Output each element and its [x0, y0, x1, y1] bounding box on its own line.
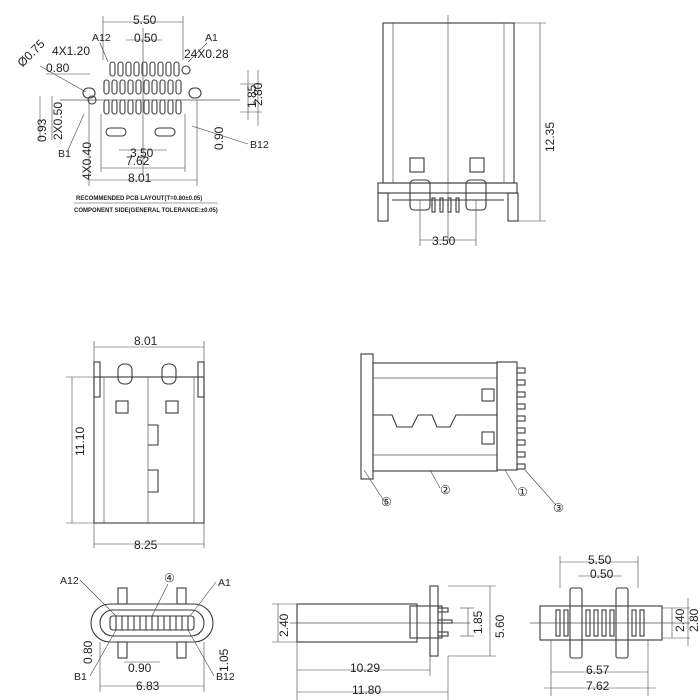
callout-1: ① — [517, 485, 528, 499]
end-dim-6-83: 6.83 — [136, 679, 160, 693]
profile-dim-5-60: 5.60 — [493, 614, 507, 638]
dim-0-93: 0.93 — [35, 118, 49, 142]
dim-1-85: 1.85 — [245, 84, 259, 108]
end-contacts — [115, 616, 189, 630]
profile-dim-1-85: 1.85 — [471, 610, 485, 634]
end-shell — [90, 603, 214, 643]
front-leg-left — [377, 192, 389, 222]
profile-dim-10-29: 10.29 — [350, 661, 380, 675]
dim-24x0-28: 24X0.28 — [184, 47, 229, 61]
end-label-b1: B1 — [74, 671, 87, 683]
front-body — [382, 22, 515, 184]
end-dim-0-80: 0.80 — [81, 640, 95, 664]
pcb-slot-right — [188, 87, 202, 99]
dim-0-80: 0.80 — [46, 61, 70, 75]
dim-11-10: 11.10 — [73, 427, 87, 456]
dim-4x1-20: 4X1.20 — [52, 44, 90, 58]
dim-8-01-top: 8.01 — [134, 334, 158, 348]
dim-dia-0-75: Ø0.75 — [15, 37, 48, 70]
end-view: A12 ④ A1 0.80 B1 0.90 1.05 B12 6.83 — [60, 571, 235, 693]
callout-5: ⑤ — [381, 495, 392, 509]
callout-4: ④ — [164, 571, 175, 585]
side-pins — [516, 367, 526, 470]
front-leg-right — [507, 192, 519, 222]
label-b1: B1 — [58, 148, 71, 160]
dim-2-80: 2.80 — [251, 82, 265, 106]
end-label-a1: A1 — [218, 577, 231, 589]
dim-4x0-40: 4X0.40 — [80, 142, 94, 180]
pcb-layout-view: 5.50 0.50 A12 A1 4X1.20 24X0.28 Ø0.75 0.… — [15, 13, 269, 214]
side-flange — [360, 353, 374, 480]
label-b12: B12 — [250, 139, 269, 151]
bottom-dim-0-50: 0.50 — [590, 567, 614, 581]
end-dim-1-05: 1.05 — [217, 648, 231, 672]
dim-8-25: 8.25 — [134, 538, 158, 552]
pcb-slot-bl — [105, 127, 127, 137]
front-tab-left — [409, 157, 425, 173]
label-a1: A1 — [205, 32, 218, 44]
dim-12-35: 12.35 — [543, 122, 557, 152]
profile-dim-11-80: 11.80 — [352, 683, 381, 697]
bottom-dim-2-40: 2.40 — [673, 608, 687, 632]
bottom-dim-6-57: 6.57 — [586, 663, 610, 677]
pcb-slot-left — [82, 87, 96, 99]
dim-5-50: 5.50 — [133, 13, 157, 27]
top-view: 8.01 11.10 8.25 — [66, 334, 205, 552]
pcb-slot-br — [154, 127, 176, 137]
front-tab-right — [469, 157, 485, 173]
bottom-dim-2-80: 2.80 — [687, 608, 700, 632]
front-pins — [431, 197, 460, 213]
bottom-dim-5-50: 5.50 — [588, 553, 612, 567]
front-view: 12.35 3.50 — [377, 15, 557, 248]
top-tab-left — [117, 363, 133, 385]
dim-3-50-front: 3.50 — [432, 234, 456, 248]
callout-2: ② — [440, 483, 451, 497]
top-body — [93, 376, 205, 524]
end-label-b12: B12 — [216, 671, 235, 683]
bottom-dim-7-62: 7.62 — [586, 679, 610, 693]
end-label-a12: A12 — [60, 575, 79, 587]
pcb-note-2: COMPONENT SIDE(GENERAL TOLERANCE:±0.05) — [74, 208, 218, 214]
end-dim-0-90: 0.90 — [128, 661, 152, 675]
side-view: ⑤ ② ① ③ — [360, 353, 564, 515]
pcb-pad-row-bottom — [103, 99, 182, 115]
pcb-note-1: RECOMMENDED PCB LAYOUT(T=0.80±0.05) — [76, 196, 202, 202]
bottom-view: 5.50 0.50 2.40 2.80 6.57 7.62 — [530, 553, 700, 696]
dim-0-90: 0.90 — [212, 126, 226, 150]
bottom-pins — [555, 609, 645, 637]
dim-3-50: 3.50 — [130, 146, 154, 160]
callout-3: ③ — [553, 501, 564, 515]
profile-dim-2-40: 2.40 — [277, 613, 291, 637]
profile-view: 2.40 1.85 5.60 10.29 11.80 — [272, 585, 507, 700]
top-tab-right — [161, 363, 177, 385]
dim-0-50: 0.50 — [134, 31, 158, 45]
dim-2x0-50: 2X0.50 — [51, 102, 65, 140]
pcb-pad-row-top — [103, 61, 182, 95]
label-a12: A12 — [92, 32, 111, 44]
dim-7-62: 7.62 — [126, 154, 150, 168]
pcb-hole-right — [181, 65, 191, 75]
dim-8-01: 8.01 — [128, 171, 152, 185]
